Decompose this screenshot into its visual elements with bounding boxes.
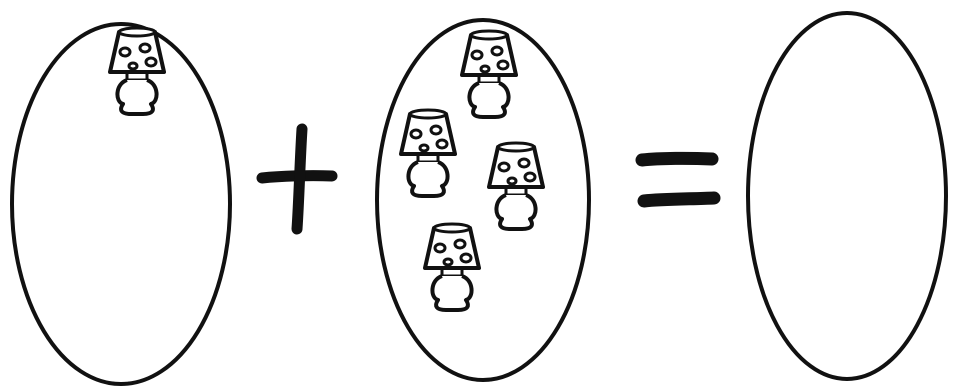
table-lamp-icon: [489, 143, 543, 229]
table-lamp-icon: [462, 31, 516, 117]
table-lamp-icon: [110, 28, 164, 114]
table-lamp-icon: [425, 224, 479, 310]
answer-oval: [748, 13, 946, 379]
table-lamp-icon: [401, 110, 455, 196]
lamp-set-1: [110, 28, 164, 114]
group-oval-1: [12, 24, 230, 384]
equals-sign-icon: [642, 158, 714, 201]
plus-sign-icon: [262, 129, 332, 229]
group-oval-2: [377, 20, 589, 380]
lamp-set-2: [401, 31, 543, 310]
